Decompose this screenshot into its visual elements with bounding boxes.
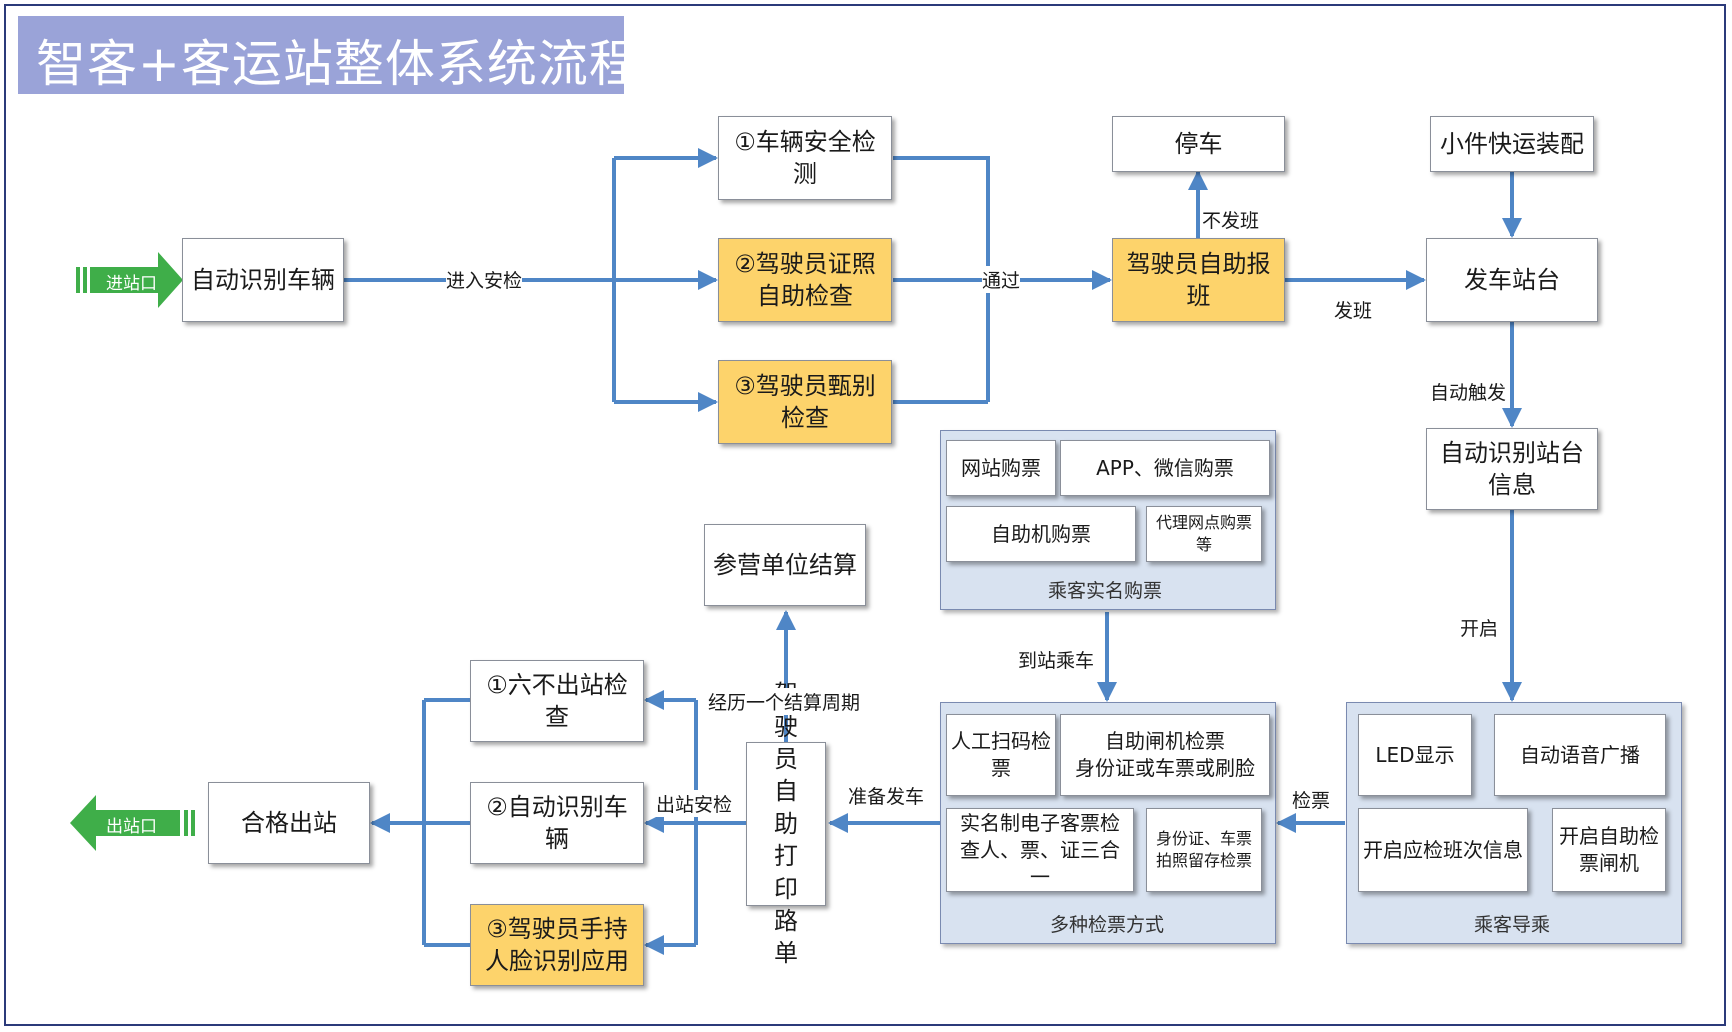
diagram-title: 智客+客运站整体系统流程	[36, 35, 640, 93]
node-driver-license-check: ②驾驶员证照自助检查	[718, 238, 892, 322]
node-six-no-exit-check: ①六不出站检查	[470, 660, 644, 742]
node-settlement: 参营单位结算	[704, 524, 866, 606]
node-driver-face-app: ③驾驶员手持人脸识别应用	[470, 904, 644, 986]
node-auto-identify-vehicle-2: ②自动识别车辆	[470, 782, 644, 864]
label-auto-trigger: 自动触发	[1430, 378, 1507, 405]
node-stop: 停车	[1112, 116, 1285, 172]
label-open: 开启	[1460, 614, 1499, 641]
purchase-app-wechat: APP、微信购票	[1060, 440, 1270, 496]
group-label-ticket-purchase: 乘客实名购票	[1048, 580, 1163, 602]
node-driver-screening-check: ③驾驶员甄别检查	[718, 360, 892, 444]
title-banner: 智客+客运站整体系统流程	[18, 16, 639, 94]
label-pass: 通过	[982, 266, 1021, 293]
label-enter-security: 进入安检	[446, 266, 523, 293]
label-no-departure: 不发班	[1202, 206, 1260, 233]
purchase-website: 网站购票	[946, 440, 1056, 496]
node-auto-identify-platform: 自动识别站台信息	[1426, 428, 1598, 510]
label-settlement-cycle: 经历一个结算周期	[708, 688, 861, 715]
guide-open-check-info: 开启应检班次信息	[1358, 808, 1528, 892]
node-qualified-exit: 合格出站	[208, 782, 370, 864]
check-gate: 自助闸机检票 身份证或车票或刷脸	[1060, 714, 1270, 796]
edge-merge-safety	[893, 156, 990, 402]
exit-label: 出站口	[106, 817, 157, 837]
label-check-ticket: 检票	[1292, 786, 1331, 813]
label-depart: 发班	[1334, 296, 1373, 323]
node-self-print-waybill: 驾驶员自助打印路单	[746, 680, 826, 967]
diagram-frame	[4, 4, 1726, 1026]
label-ready-depart: 准备发车	[848, 782, 925, 809]
purchase-agent: 代理网点购票等	[1146, 506, 1262, 562]
entrance-gate-icon	[76, 252, 183, 308]
guide-voice-broadcast: 自动语音广播	[1494, 714, 1666, 796]
check-photo-record: 身份证、车票拍照留存检票	[1146, 808, 1262, 892]
node-auto-identify-vehicle: 自动识别车辆	[182, 238, 344, 322]
guide-open-self-gate: 开启自助检票闸机	[1552, 808, 1666, 892]
check-manual-scan: 人工扫码检票	[946, 714, 1056, 796]
label-to-station: 到站乘车	[1018, 646, 1095, 673]
check-real-name-e-ticket: 实名制电子客票检查人、票、证三合一	[946, 808, 1134, 892]
entrance-label: 进站口	[106, 274, 157, 294]
guide-led-display: LED显示	[1358, 714, 1472, 796]
node-driver-self-report: 驾驶员自助报班	[1112, 238, 1285, 322]
group-label-passenger-guide: 乘客导乘	[1474, 914, 1551, 936]
purchase-kiosk: 自助机购票	[946, 506, 1136, 562]
node-departure-platform: 发车站台	[1426, 238, 1598, 322]
node-vehicle-safety-check: ①车辆安全检测	[718, 116, 892, 200]
exit-gate-icon	[70, 795, 195, 851]
node-parcel-loading: 小件快运装配	[1430, 116, 1594, 172]
group-label-ticket-check: 多种检票方式	[1050, 914, 1165, 936]
label-exit-security: 出站安检	[656, 790, 733, 817]
